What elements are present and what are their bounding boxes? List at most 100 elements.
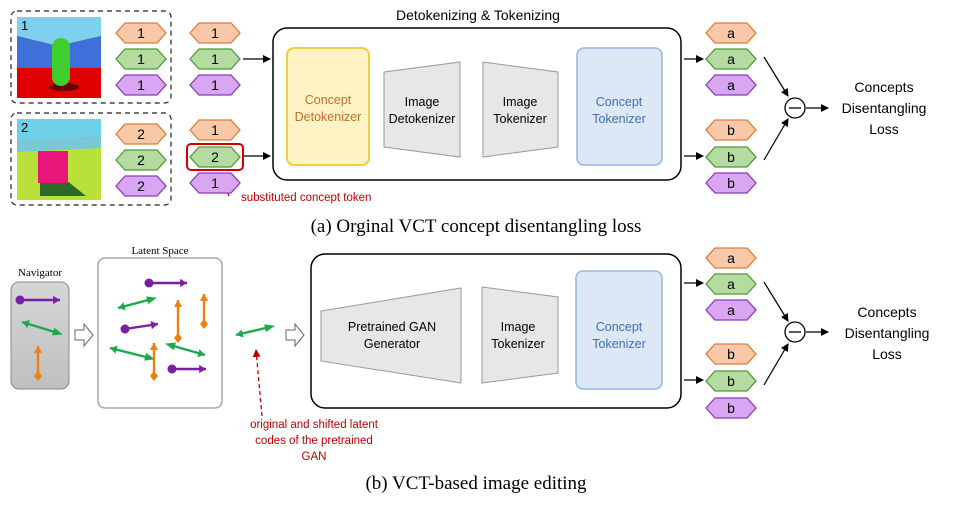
loss-label-b-2: Disentangling [845,325,930,341]
image1-thumbnail: 1 [17,17,101,98]
output-b-lower-token-1: b [705,343,757,365]
img2-token-1-shape [115,123,167,145]
image1-group-box [10,10,172,104]
arrow-to-subtract-a1 [763,56,789,97]
output-a-lower-token-3-label: b [727,175,735,191]
input-lower-token-1-label: 1 [211,122,219,138]
latent-code-vector [235,324,275,338]
latent-vector-3 [173,300,183,343]
output-b-upper-token-2-shape [705,273,757,295]
img1-token-1: 1 [115,22,167,44]
arrow-to-subtract-b2 [763,343,789,386]
arrow-to-subtract-b1 [763,281,789,322]
output-a-upper-token-2: a [705,48,757,70]
img2-token-2-shape [115,149,167,171]
annotation-b-2: codes of the pretrained [255,435,373,447]
output-a-upper-token-2-label: a [727,51,735,67]
output-a-lower-token-2-label: b [727,149,735,165]
navigator-label: Navigator [18,267,62,279]
output-b-upper-token-1-label: a [727,250,735,266]
input-lower-token-2-label: 2 [211,149,219,165]
nav-vector-green [21,320,63,336]
output-b-lower-token-2-label: b [727,373,735,389]
caption-b: (b) VCT-based image editing [365,473,587,494]
input-lower-token-2-shape [189,146,241,168]
output-b-upper-token-1: a [705,247,757,269]
input-lower-token-2: 2 [189,146,241,168]
img1-token-2: 1 [115,48,167,70]
output-a-lower-token-2-shape [705,146,757,168]
image2-thumbnail: 2 [17,119,101,200]
output-b-upper-token-3: a [705,299,757,321]
output-b-lower-token-1-label: b [727,346,735,362]
input-upper-token-1-shape [189,22,241,44]
output-a-upper-token-3-shape [705,74,757,96]
input-upper-token-3-label: 1 [211,77,219,93]
input-lower-token-1-shape [189,119,241,141]
latent-vector-1 [144,278,187,288]
concept-tokenizer-a-label-2: Tokenizer [592,112,646,126]
image-tokenizer-a-label-2: Tokenizer [493,112,547,126]
concept-detokenizer-label-2: Detokenizer [295,110,362,124]
input-upper-token-3-shape [189,74,241,96]
output-a-lower-token-1: b [705,119,757,141]
output-b-lower-token-3-shape [705,397,757,419]
hollow-arrow-2 [285,322,305,348]
latent-vector-6 [149,343,159,381]
concept-tokenizer-b-label-2: Tokenizer [592,337,646,351]
concept-detokenizer-label-1: Concept [305,93,352,107]
latent-vector-4 [199,294,209,329]
pretrained-gan-label-1: Pretrained GAN [348,320,436,334]
output-b-lower-token-2: b [705,370,757,392]
output-a-lower-token-2: b [705,146,757,168]
output-a-lower-token-3-shape [705,172,757,194]
latent-space-label: Latent Space [131,245,188,257]
input-lower-token-3: 1 [189,172,241,194]
loss-label-b-1: Concepts [857,304,916,320]
substituted-token-highlight [186,143,244,171]
img1-token-3-shape [115,74,167,96]
loss-label-a-1: Concepts [854,79,913,95]
output-a-upper-token-3-label: a [727,77,735,93]
img1-token-3-label: 1 [137,77,145,93]
img2-token-2-label: 2 [137,152,145,168]
input-upper-token-2: 1 [189,48,241,70]
image-detokenizer-label-2: Detokenizer [389,112,456,126]
img2-token-1: 2 [115,123,167,145]
input-upper-token-1: 1 [189,22,241,44]
img2-token-3-shape [115,175,167,197]
input-lower-token-3-label: 1 [211,175,219,191]
panel-a: 1 2 Detokenizing & Tokenizing Concept De… [10,7,927,237]
img2-token-1-label: 2 [137,126,145,142]
annotation-substituted: substituted concept token [241,192,371,204]
annotation-b-3: GAN [302,451,327,463]
img1-token-2-shape [115,48,167,70]
hollow-arrow-1 [74,322,94,348]
input-upper-token-1-label: 1 [211,25,219,41]
output-a-lower-token-3: b [705,172,757,194]
panel-a-title: Detokenizing & Tokenizing [396,7,560,23]
image-tokenizer-a-label-1: Image [503,95,538,109]
img1-token-2-label: 1 [137,51,145,67]
output-a-upper-token-1: a [705,22,757,44]
img2-token-3: 2 [115,175,167,197]
annotation-b-1: original and shifted latent [250,419,379,431]
output-a-upper-token-3: a [705,74,757,96]
image-tokenizer-b-label-2: Tokenizer [491,337,545,351]
image-detokenizer-label-1: Image [405,95,440,109]
concept-tokenizer-block-a [576,47,663,166]
output-b-upper-token-2-label: a [727,276,735,292]
loss-label-a-2: Disentangling [842,100,927,116]
output-b-upper-token-1-shape [705,247,757,269]
image-tokenizer-b-label-1: Image [501,320,536,334]
input-upper-token-3: 1 [189,74,241,96]
input-upper-token-2-label: 1 [211,51,219,67]
image2-group-box [10,112,172,206]
img2-token-3-label: 2 [137,178,145,194]
input-lower-token-1: 1 [189,119,241,141]
input-upper-token-2-shape [189,48,241,70]
output-b-lower-token-1-shape [705,343,757,365]
latent-space-box [97,257,223,409]
image-detokenizer-block [383,61,461,158]
